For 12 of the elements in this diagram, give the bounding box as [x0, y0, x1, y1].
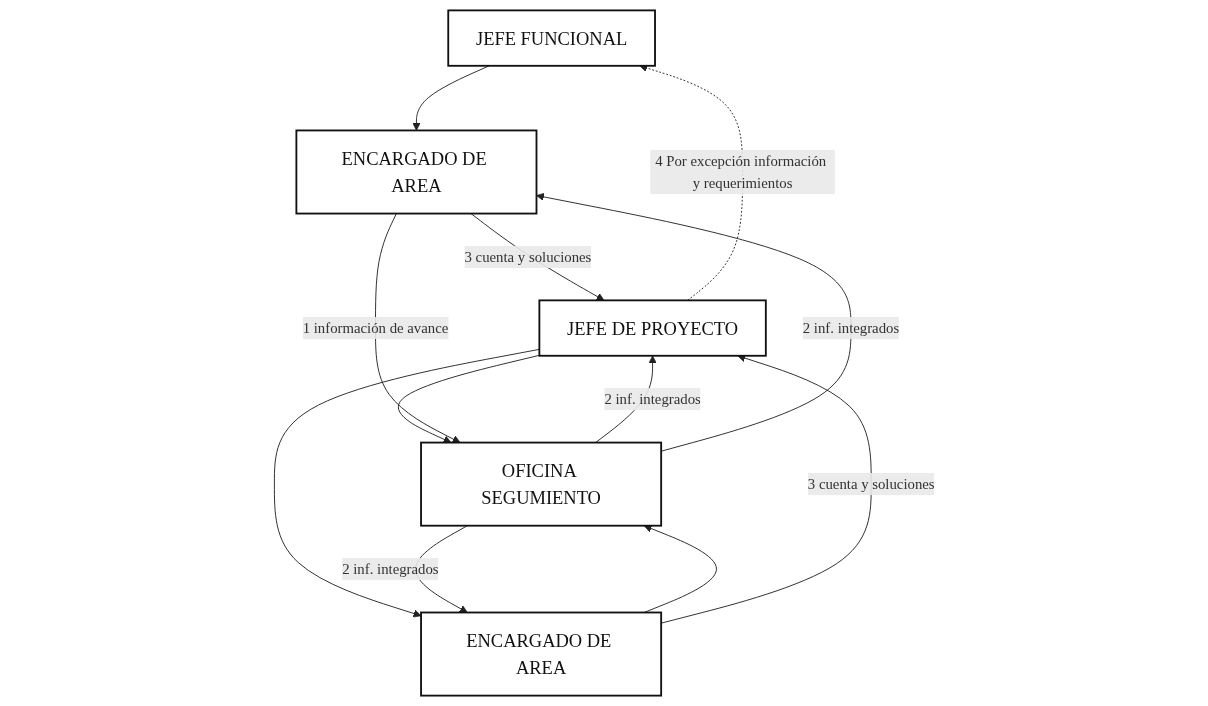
edge-label: 2 inf. integrados: [802, 319, 899, 336]
node-box: ENCARGADO DE AREA: [294, 129, 537, 215]
edge-label: 3 cuenta y soluciones: [464, 248, 591, 265]
node-box: OFICINA SEGUMIENTO: [419, 441, 662, 527]
edge-label: 2 inf. integrados: [603, 390, 701, 407]
node-box: JEFE DE PROYECTO: [537, 299, 767, 357]
edge-label: 2 inf. integrados: [341, 560, 439, 577]
edge-label: 1 información de avance: [302, 319, 448, 336]
node-box: JEFE FUNCIONAL: [446, 9, 656, 67]
node-box: ENCARGADO DE AREA: [419, 611, 662, 697]
edge-label: 4 Por excepción información y requerimientos: [654, 152, 826, 191]
edge-label: 3 cuenta y soluciones: [807, 475, 935, 492]
